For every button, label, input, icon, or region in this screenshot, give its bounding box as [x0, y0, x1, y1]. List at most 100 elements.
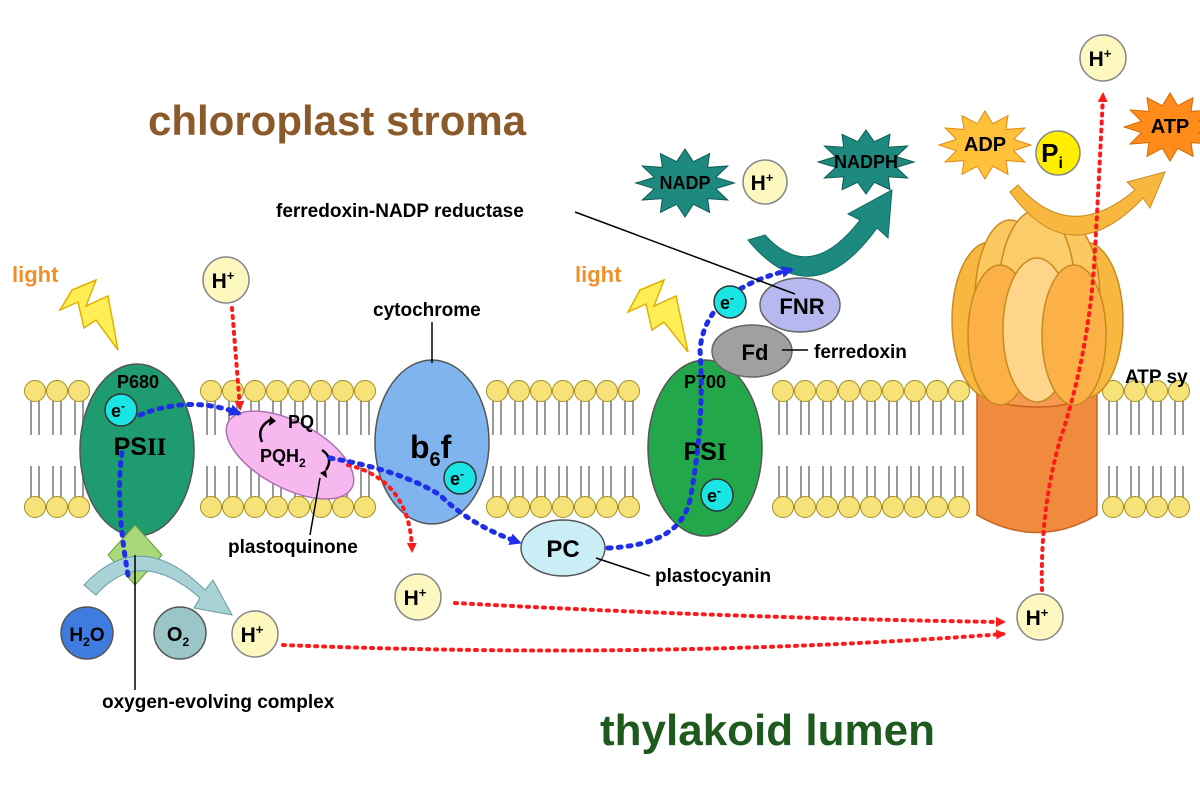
lipid-head [530, 380, 552, 402]
lipid-head [794, 496, 816, 518]
water-splitting-arrow [83, 555, 233, 616]
lipid-head [816, 380, 838, 402]
atp-synthase [951, 209, 1124, 534]
svg-text:H+: H+ [1089, 46, 1112, 71]
lipid-head [882, 380, 904, 402]
adp-label: ADP [964, 134, 1006, 156]
psi-label: PSI [683, 438, 726, 466]
lipid-head [24, 496, 46, 518]
o2-label: O2 [167, 624, 190, 649]
proton-lumen-cytochrome: H+ [394, 573, 442, 621]
lipid-head [486, 496, 508, 518]
lipid-head [794, 380, 816, 402]
electron-fnr: e- [713, 285, 747, 319]
fd-label: Fd [742, 340, 769, 365]
lipid-head [530, 496, 552, 518]
proton-stroma-nadp: H+ [742, 159, 788, 205]
lipid-head [838, 380, 860, 402]
proton-stroma-atp: H+ [1079, 34, 1127, 82]
lipid-head [244, 380, 266, 402]
psii-label: PSII [114, 433, 167, 461]
pqh2-label: PQH2 [260, 446, 306, 470]
lipid-head [904, 496, 926, 518]
light-label-psii: light [12, 262, 59, 287]
lipid-head [552, 496, 574, 518]
h2o-circle [60, 606, 114, 660]
pi-label: Pi [1041, 138, 1063, 172]
lipid-head [1102, 496, 1124, 518]
lipid-head [508, 496, 530, 518]
lipid-head [68, 496, 90, 518]
electron-psii: e- [104, 393, 138, 427]
psi-complex [647, 359, 763, 537]
lipid-head [816, 496, 838, 518]
ferredoxin-callout: ferredoxin [814, 342, 907, 363]
lipid-head [222, 496, 244, 518]
fnr-complex [759, 277, 841, 333]
lipid-head [310, 380, 332, 402]
nadp-burst-shape [634, 148, 736, 218]
svg-text:e-: e- [450, 467, 464, 489]
proton-paths [230, 92, 1108, 653]
lipid-head [1124, 496, 1146, 518]
nadph-label: NADPH [834, 152, 898, 172]
lipid-head [332, 496, 354, 518]
atp-burst-shape [1122, 92, 1200, 162]
lipid-head [618, 496, 640, 518]
lipid-head [552, 380, 574, 402]
pq-cycle-arrow-left [259, 418, 271, 443]
pi-circle [1035, 130, 1081, 176]
cytochrome-callout: cytochrome [373, 300, 481, 321]
lipid-head [486, 380, 508, 402]
lipid-head [596, 380, 618, 402]
p680-label: P680 [117, 372, 159, 392]
svg-text:e-: e- [111, 399, 125, 421]
svg-text:e-: e- [707, 484, 721, 506]
b6f-label: b6f [410, 429, 452, 471]
lipid-head [948, 380, 970, 402]
stroma-label: chloroplast stroma [148, 97, 527, 144]
lipid-head [24, 380, 46, 402]
electron-psi: e- [700, 478, 734, 512]
plastoquinone-ellipse [225, 410, 355, 500]
lipid-head [926, 496, 948, 518]
ferredoxin-complex [711, 324, 793, 378]
lipid-head [772, 496, 794, 518]
lipid-head [838, 496, 860, 518]
lipid-head [68, 380, 90, 402]
lipid-head [244, 496, 266, 518]
lipid-head [1124, 380, 1146, 402]
lipid-head [200, 380, 222, 402]
lipid-head [1168, 496, 1190, 518]
lipid-head [574, 380, 596, 402]
lipid-head [772, 380, 794, 402]
lightning-bolt-psii [58, 278, 119, 351]
nadp-label: NADP [659, 173, 710, 193]
lipid-head [1146, 380, 1168, 402]
lipid-head [1146, 496, 1168, 518]
svg-text:H+: H+ [1026, 605, 1049, 630]
lightning-bolt-psi [626, 278, 689, 353]
lipid-head [860, 496, 882, 518]
lipid-head [46, 380, 68, 402]
h2o-label: H2O [69, 625, 104, 649]
lipid-head [354, 380, 376, 402]
electron-b6f: e- [443, 461, 477, 495]
lipid-head [288, 380, 310, 402]
lipid-head [948, 496, 970, 518]
svg-text:H+: H+ [751, 170, 774, 195]
svg-text:e-: e- [720, 291, 734, 313]
lipid-head [288, 496, 310, 518]
fnr-label: FNR [779, 294, 824, 319]
pq-label: PQ [288, 412, 314, 432]
plastocyanin-complex [520, 519, 606, 577]
proton-lumen-pool: H+ [1016, 593, 1064, 641]
svg-text:H+: H+ [212, 268, 235, 293]
lipid-head [904, 380, 926, 402]
lipid-head [266, 380, 288, 402]
cytochrome-complex [374, 359, 490, 525]
lipid-head [508, 380, 530, 402]
lipid-head [266, 496, 288, 518]
lipid-head [574, 496, 596, 518]
